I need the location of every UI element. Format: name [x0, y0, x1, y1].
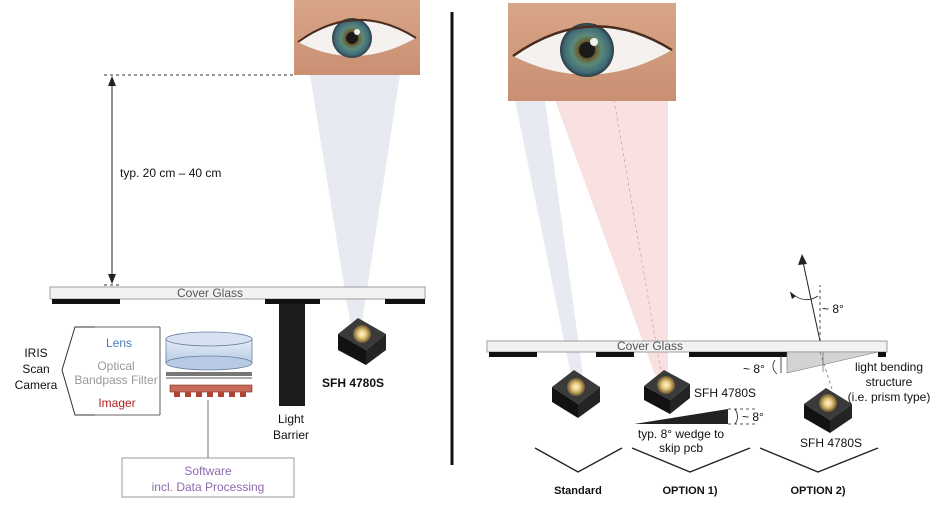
- distance-label: typ. 20 cm – 40 cm: [120, 166, 222, 180]
- filter-label-1: Optical: [97, 359, 135, 373]
- outgoing-arrow: [802, 261, 821, 342]
- group-label-option2: OPTION 2): [790, 485, 846, 497]
- cover-glass-label-left: Cover Glass: [176, 286, 244, 300]
- angle-label-left: ~ 8°: [743, 362, 765, 376]
- led-package-icon: [338, 318, 386, 365]
- filter-label-2: Bandpass Filter: [74, 373, 158, 387]
- led-option1-icon: [644, 370, 690, 414]
- wedge-caption-1: typ. 8° wedge to: [637, 427, 725, 441]
- angle-label-top: ~ 8°: [822, 302, 844, 316]
- imager: [169, 384, 253, 397]
- ir-beam-left: [310, 75, 400, 322]
- prism-caption-1: light bending: [854, 360, 924, 374]
- camera-title-2: Scan: [22, 362, 50, 376]
- wedge-caption-2: skip pcb: [658, 441, 704, 455]
- led-option2-icon: [804, 388, 852, 433]
- wedge: [634, 409, 728, 424]
- camera-title-1: IRIS: [24, 346, 48, 360]
- barrier-label-2: Barrier: [272, 428, 309, 442]
- software-label-2: incl. Data Processing: [151, 480, 265, 494]
- lens-label: Lens: [105, 336, 133, 350]
- camera-title-3: Camera: [14, 378, 58, 392]
- cover-glass-left: [49, 286, 426, 300]
- prism-structure: [786, 351, 879, 374]
- angle-label-wedge: ~ 8°: [742, 410, 764, 424]
- group-label-standard: Standard: [554, 485, 602, 497]
- barrier-label-1: Light: [277, 412, 305, 426]
- bracket-standard: [534, 447, 623, 473]
- sensor-label-option1: SFH 4780S: [694, 386, 757, 400]
- group-label-option1: OPTION 1): [662, 485, 718, 497]
- led-standard-icon: [552, 370, 600, 418]
- sensor-label-option2: SFH 4780S: [800, 436, 863, 450]
- bracket-option1: [631, 447, 751, 473]
- sensor-label-left: SFH 4780S: [322, 376, 385, 390]
- light-barrier: [279, 304, 305, 406]
- prism-caption-2: structure: [865, 375, 913, 389]
- cover-glass-label-right: Cover Glass: [616, 339, 684, 353]
- bracket-option2: [759, 447, 879, 473]
- bandpass-filter: [166, 372, 252, 376]
- eye-photo-left: [294, 0, 420, 75]
- imager-label: Imager: [98, 396, 136, 410]
- eye-photo-right: [508, 3, 676, 101]
- ir-beam-option1: [555, 100, 668, 375]
- lens: [165, 331, 253, 371]
- software-box: [121, 457, 295, 498]
- software-label-1: Software: [184, 464, 232, 478]
- prism-caption-3: (i.e. prism type): [847, 390, 931, 404]
- ir-beam-standard: [515, 100, 583, 375]
- cover-glass-right: [486, 340, 888, 353]
- camera-brace: [61, 326, 95, 416]
